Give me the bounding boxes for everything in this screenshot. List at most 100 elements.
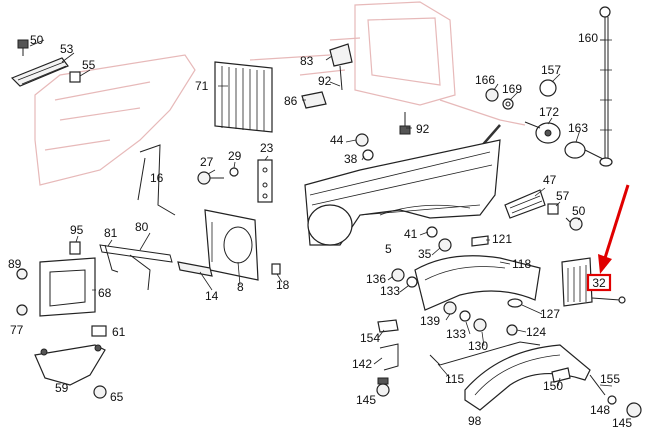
part-169-washer[interactable] (502, 98, 514, 110)
part-80-mounting-rail[interactable] (99, 244, 173, 291)
label-142: 142 (352, 357, 372, 371)
part-38-washer[interactable] (362, 149, 374, 161)
part-68-lamp-housing[interactable] (39, 257, 96, 317)
part-32-mud-flap[interactable] (561, 257, 626, 307)
label-130: 130 (468, 339, 488, 353)
label-80: 80 (135, 220, 149, 234)
part-145-bolt[interactable] (376, 377, 390, 397)
part-115-rod[interactable] (429, 341, 541, 366)
part-124-bolt[interactable] (506, 324, 518, 336)
part-65-screw[interactable] (93, 385, 107, 399)
part-150-clip[interactable] (551, 367, 571, 383)
vehicle-ghost-outline (34, 1, 526, 186)
red-pointer-arrow (598, 184, 630, 274)
label-35: 35 (418, 247, 432, 261)
label-124: 124 (526, 325, 546, 339)
highlighted-part-callout[interactable]: 32 (586, 273, 612, 292)
part-8-wheel-arch-panel[interactable] (204, 209, 259, 281)
part-118-inner-fender-liner[interactable] (414, 255, 541, 311)
part-59-bumper-end[interactable] (34, 344, 106, 386)
part-81-bracket[interactable] (104, 244, 119, 273)
label-50-right: 50 (572, 204, 586, 218)
part-145-bolt-right[interactable] (626, 402, 642, 418)
label-61: 61 (112, 325, 126, 339)
part-154-clip[interactable] (377, 319, 399, 333)
part-130-bolt[interactable] (473, 318, 487, 332)
part-160-antenna-mast[interactable] (599, 6, 613, 167)
label-16: 16 (150, 171, 164, 185)
part-50-screw[interactable] (17, 39, 29, 56)
part-71-vent-grille[interactable] (214, 61, 273, 133)
part-53-trim-strip[interactable] (10, 57, 69, 87)
part-27-bolt[interactable] (197, 171, 224, 185)
part-139-nut[interactable] (443, 301, 457, 315)
label-154: 154 (360, 331, 380, 345)
label-98: 98 (468, 414, 482, 428)
label-118: 118 (512, 257, 531, 271)
part-57-clip[interactable] (547, 203, 559, 215)
part-77-screw[interactable] (16, 304, 28, 316)
label-148: 148 (590, 403, 610, 417)
part-5-front-fender[interactable] (304, 139, 501, 246)
part-50-screw-right[interactable] (565, 217, 583, 231)
label-29: 29 (228, 149, 242, 163)
part-157-cap[interactable] (539, 79, 557, 97)
label-41: 41 (404, 227, 418, 241)
label-166: 166 (475, 73, 495, 87)
label-92-top: 92 (318, 74, 332, 88)
part-55-clip[interactable] (69, 71, 81, 83)
label-77: 77 (10, 323, 24, 337)
label-65: 65 (110, 390, 124, 404)
part-121-clip[interactable] (471, 235, 489, 247)
part-61-clip[interactable] (91, 325, 107, 337)
part-98-fender-flare[interactable] (464, 344, 591, 411)
label-53: 53 (60, 42, 74, 56)
label-169: 169 (502, 82, 522, 96)
part-41-washer[interactable] (426, 226, 438, 238)
part-29-washer[interactable] (229, 167, 239, 177)
part-127-washer[interactable] (507, 298, 523, 308)
part-83-hinge-bracket[interactable] (329, 43, 353, 91)
label-92: 92 (416, 122, 430, 136)
label-50: 50 (30, 33, 44, 47)
part-86-latch[interactable] (301, 91, 327, 109)
part-166-nut[interactable] (485, 88, 499, 102)
part-14-strip[interactable] (177, 261, 213, 277)
label-59: 59 (55, 381, 69, 395)
label-57: 57 (556, 189, 570, 203)
part-92-bolt[interactable] (399, 112, 411, 135)
part-142-bracket[interactable] (379, 343, 399, 371)
label-133: 133 (380, 284, 400, 298)
label-55: 55 (82, 58, 96, 72)
label-172: 172 (539, 105, 559, 119)
label-23: 23 (260, 141, 274, 155)
part-155-strip[interactable] (589, 374, 606, 396)
part-148-washer[interactable] (607, 395, 617, 405)
label-145-right: 145 (612, 416, 632, 430)
part-95-clip[interactable] (69, 241, 81, 255)
label-18: 18 (276, 278, 290, 292)
leader-lines (21, 39, 613, 387)
part-23-plate[interactable] (257, 159, 273, 203)
part-163-mount[interactable] (524, 121, 606, 161)
label-160: 160 (578, 31, 598, 45)
label-71: 71 (195, 79, 209, 93)
part-16-bracket[interactable] (137, 144, 176, 216)
part-18-clip[interactable] (271, 263, 281, 275)
label-83: 83 (300, 54, 314, 68)
part-44-nut[interactable] (355, 133, 369, 147)
label-38: 38 (344, 152, 358, 166)
part-133-washer[interactable] (406, 276, 418, 288)
label-68: 68 (98, 286, 112, 300)
part-133-washer-lower[interactable] (459, 310, 471, 322)
part-172-base[interactable] (535, 122, 561, 144)
part-47-side-vent[interactable] (504, 189, 546, 219)
label-115: 115 (445, 372, 464, 386)
part-35-bolt[interactable] (438, 238, 452, 252)
highlighted-part-label: 32 (592, 276, 606, 290)
part-136-nut[interactable] (391, 268, 405, 282)
label-86: 86 (284, 94, 298, 108)
label-127: 127 (540, 307, 560, 321)
label-157: 157 (541, 63, 561, 77)
label-27: 27 (200, 155, 214, 169)
